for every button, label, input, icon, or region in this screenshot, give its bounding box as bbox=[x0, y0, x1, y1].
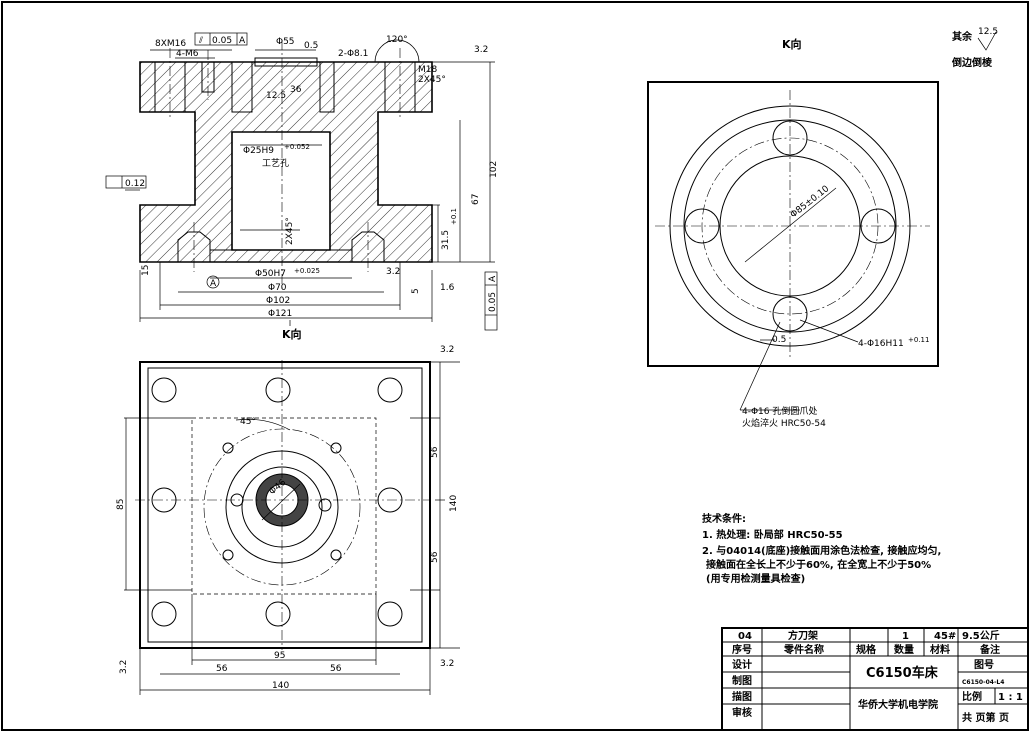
tb-school: 华侨大学机电学院 bbox=[858, 698, 938, 711]
dim-depth-36: 36 bbox=[290, 85, 302, 95]
plan-dim-140: 140 bbox=[272, 681, 289, 691]
plan-view: 45° Φ46 3.2 85 56 140 56 95 56 56 140 3.… bbox=[116, 345, 460, 695]
flatness-value: 0.12 bbox=[125, 179, 145, 189]
dim-top-small: 0.5 bbox=[304, 41, 318, 51]
tb-scale-label: 比例 bbox=[962, 690, 982, 703]
tb-r2-c3: 规格 bbox=[856, 643, 877, 656]
tech-line-1: 1. 热处理: 卧局部 HRC50-55 bbox=[702, 528, 843, 541]
tol-parallel-symbol: ⫽ bbox=[198, 36, 203, 46]
plan-roughness: 3.2 bbox=[440, 345, 454, 355]
dim-bore-tol: +0.052 bbox=[284, 143, 310, 151]
tol-parallel-value: 0.05 bbox=[212, 36, 232, 46]
plan-dim-140r: 140 bbox=[449, 495, 459, 512]
tb-review: 审核 bbox=[732, 706, 752, 719]
tb-r2-c5: 材料 bbox=[930, 643, 950, 656]
tb-sheets: 共 页第 页 bbox=[962, 711, 1009, 724]
thread-detail-chamfer: 2X45° bbox=[418, 75, 446, 85]
plan-dim-56-right: 56 bbox=[330, 664, 342, 674]
datum-a-label: A bbox=[210, 279, 217, 289]
plan-angle: 45° bbox=[240, 417, 256, 427]
perp-value: 0.05 bbox=[488, 292, 498, 312]
plan-roughness-left: 3.2 bbox=[119, 660, 129, 674]
tech-line-3: 接触面在全长上不少于60%, 在全宽上不少于50% bbox=[706, 558, 931, 571]
dim-bore50-tol: +0.025 bbox=[294, 267, 320, 275]
plan-dim-56-left: 56 bbox=[216, 664, 228, 674]
tol-parallel-datum: A bbox=[239, 36, 246, 46]
dim-h31-tol: +0.1 bbox=[450, 208, 458, 225]
plan-dim-56a: 56 bbox=[430, 446, 440, 458]
dim-bore50: Φ50H7 bbox=[255, 269, 286, 279]
k-view-holes-tol: +0.11 bbox=[908, 336, 929, 344]
tb-r2-c6: 备注 bbox=[979, 643, 1000, 656]
k-view-note-2: 火焰淬火 HRC50-54 bbox=[742, 417, 826, 429]
tb-r1-c6: 9.5公斤 bbox=[962, 629, 1000, 642]
dim-d70: Φ70 bbox=[268, 283, 287, 293]
title-block: 04 方刀架 1 45# 9.5公斤 序号 零件名称 规格 数量 材料 备注 设… bbox=[721, 627, 1029, 731]
tb-scale: 1 : 1 bbox=[998, 692, 1023, 703]
tb-trace: 描图 bbox=[732, 690, 752, 703]
corner-note: 其余 12.5 倒边倒棱 bbox=[951, 27, 998, 69]
tech-line-2: 2. 与04014(底座)接触面用涂色法检查, 接触应均匀, bbox=[702, 544, 941, 557]
k-view-spacing: 0.5 bbox=[772, 335, 786, 345]
tb-design: 设计 bbox=[732, 658, 752, 671]
tb-part-title: C6150车床 bbox=[866, 665, 939, 681]
k-arrow-label: K向 bbox=[282, 327, 302, 341]
tb-r1-c5: 45# bbox=[934, 631, 956, 642]
dim-thread: 8XM16 bbox=[155, 39, 186, 49]
tech-notes: 技术条件: 1. 热处理: 卧局部 HRC50-55 2. 与04014(底座)… bbox=[702, 512, 941, 585]
tb-r1-c4: 1 bbox=[902, 631, 909, 642]
tb-r1-c2: 方刀架 bbox=[788, 629, 818, 642]
roughness-top: 3.2 bbox=[474, 45, 488, 55]
roughness-small: 1.6 bbox=[440, 283, 455, 293]
tb-r2-c4: 数量 bbox=[894, 643, 914, 656]
k-view-holes: 4-Φ16H11 bbox=[858, 339, 904, 349]
section-view: 8XM16 4-M6 ⫽ 0.05 A Φ55 0.5 2-Φ8.1 120° … bbox=[105, 32, 499, 341]
dim-chamfer: 2X45° bbox=[285, 217, 295, 245]
dim-h31: 31.5 bbox=[441, 230, 451, 250]
tech-title: 技术条件: bbox=[702, 512, 746, 525]
roughness-125: 12.5 bbox=[266, 91, 286, 101]
dim-bore: Φ25H9 bbox=[243, 146, 274, 156]
plan-dim-95: 95 bbox=[274, 651, 285, 661]
tb-drawing-no: C6150-04-L4 bbox=[962, 679, 1004, 686]
dim-angle-120: 120° bbox=[386, 35, 408, 45]
tb-r2-c2: 零件名称 bbox=[783, 643, 824, 656]
dim-screw: 4-M6 bbox=[176, 49, 199, 59]
tech-line-4: (用专用检测量具检查) bbox=[706, 572, 805, 585]
dim-d121: Φ121 bbox=[268, 309, 292, 319]
plan-roughness-right: 3.2 bbox=[440, 659, 454, 669]
tb-r1-c1: 04 bbox=[738, 631, 752, 642]
k-view-d85: Φ85±0.10 bbox=[789, 184, 832, 220]
perp-datum: A bbox=[488, 275, 498, 282]
plan-dim-56b: 56 bbox=[430, 551, 440, 563]
dim-h5: 5 bbox=[411, 288, 421, 294]
k-view: K向 Φ85±0.10 4-Φ16H11 +0.11 0.5 4-Φ16 孔倒圆… bbox=[647, 37, 939, 429]
corner-note-sub: 倒边倒棱 bbox=[951, 56, 993, 69]
k-view-title: K向 bbox=[782, 37, 802, 51]
dim-h15: 15 bbox=[141, 265, 151, 276]
corner-note-label: 其余 bbox=[952, 30, 973, 43]
tb-draw: 制图 bbox=[732, 674, 752, 687]
roughness-bottom: 3.2 bbox=[386, 267, 400, 277]
dim-hole-2: 2-Φ8.1 bbox=[338, 49, 368, 59]
plan-dim-85: 85 bbox=[116, 499, 126, 510]
dim-d102: Φ102 bbox=[266, 296, 290, 306]
tb-r2-c1: 序号 bbox=[732, 643, 752, 656]
corner-note-value: 12.5 bbox=[978, 27, 998, 37]
thread-detail: M18 bbox=[418, 65, 437, 75]
k-view-note-1: 4-Φ16 孔倒圆爪处 bbox=[742, 405, 817, 417]
dim-h102: 102 bbox=[489, 161, 499, 178]
dim-top-diameter: Φ55 bbox=[276, 37, 295, 47]
tb-drawing-no-label: 图号 bbox=[974, 659, 994, 671]
dim-h67: 67 bbox=[471, 194, 481, 205]
bore-note: 工艺孔 bbox=[262, 158, 289, 169]
